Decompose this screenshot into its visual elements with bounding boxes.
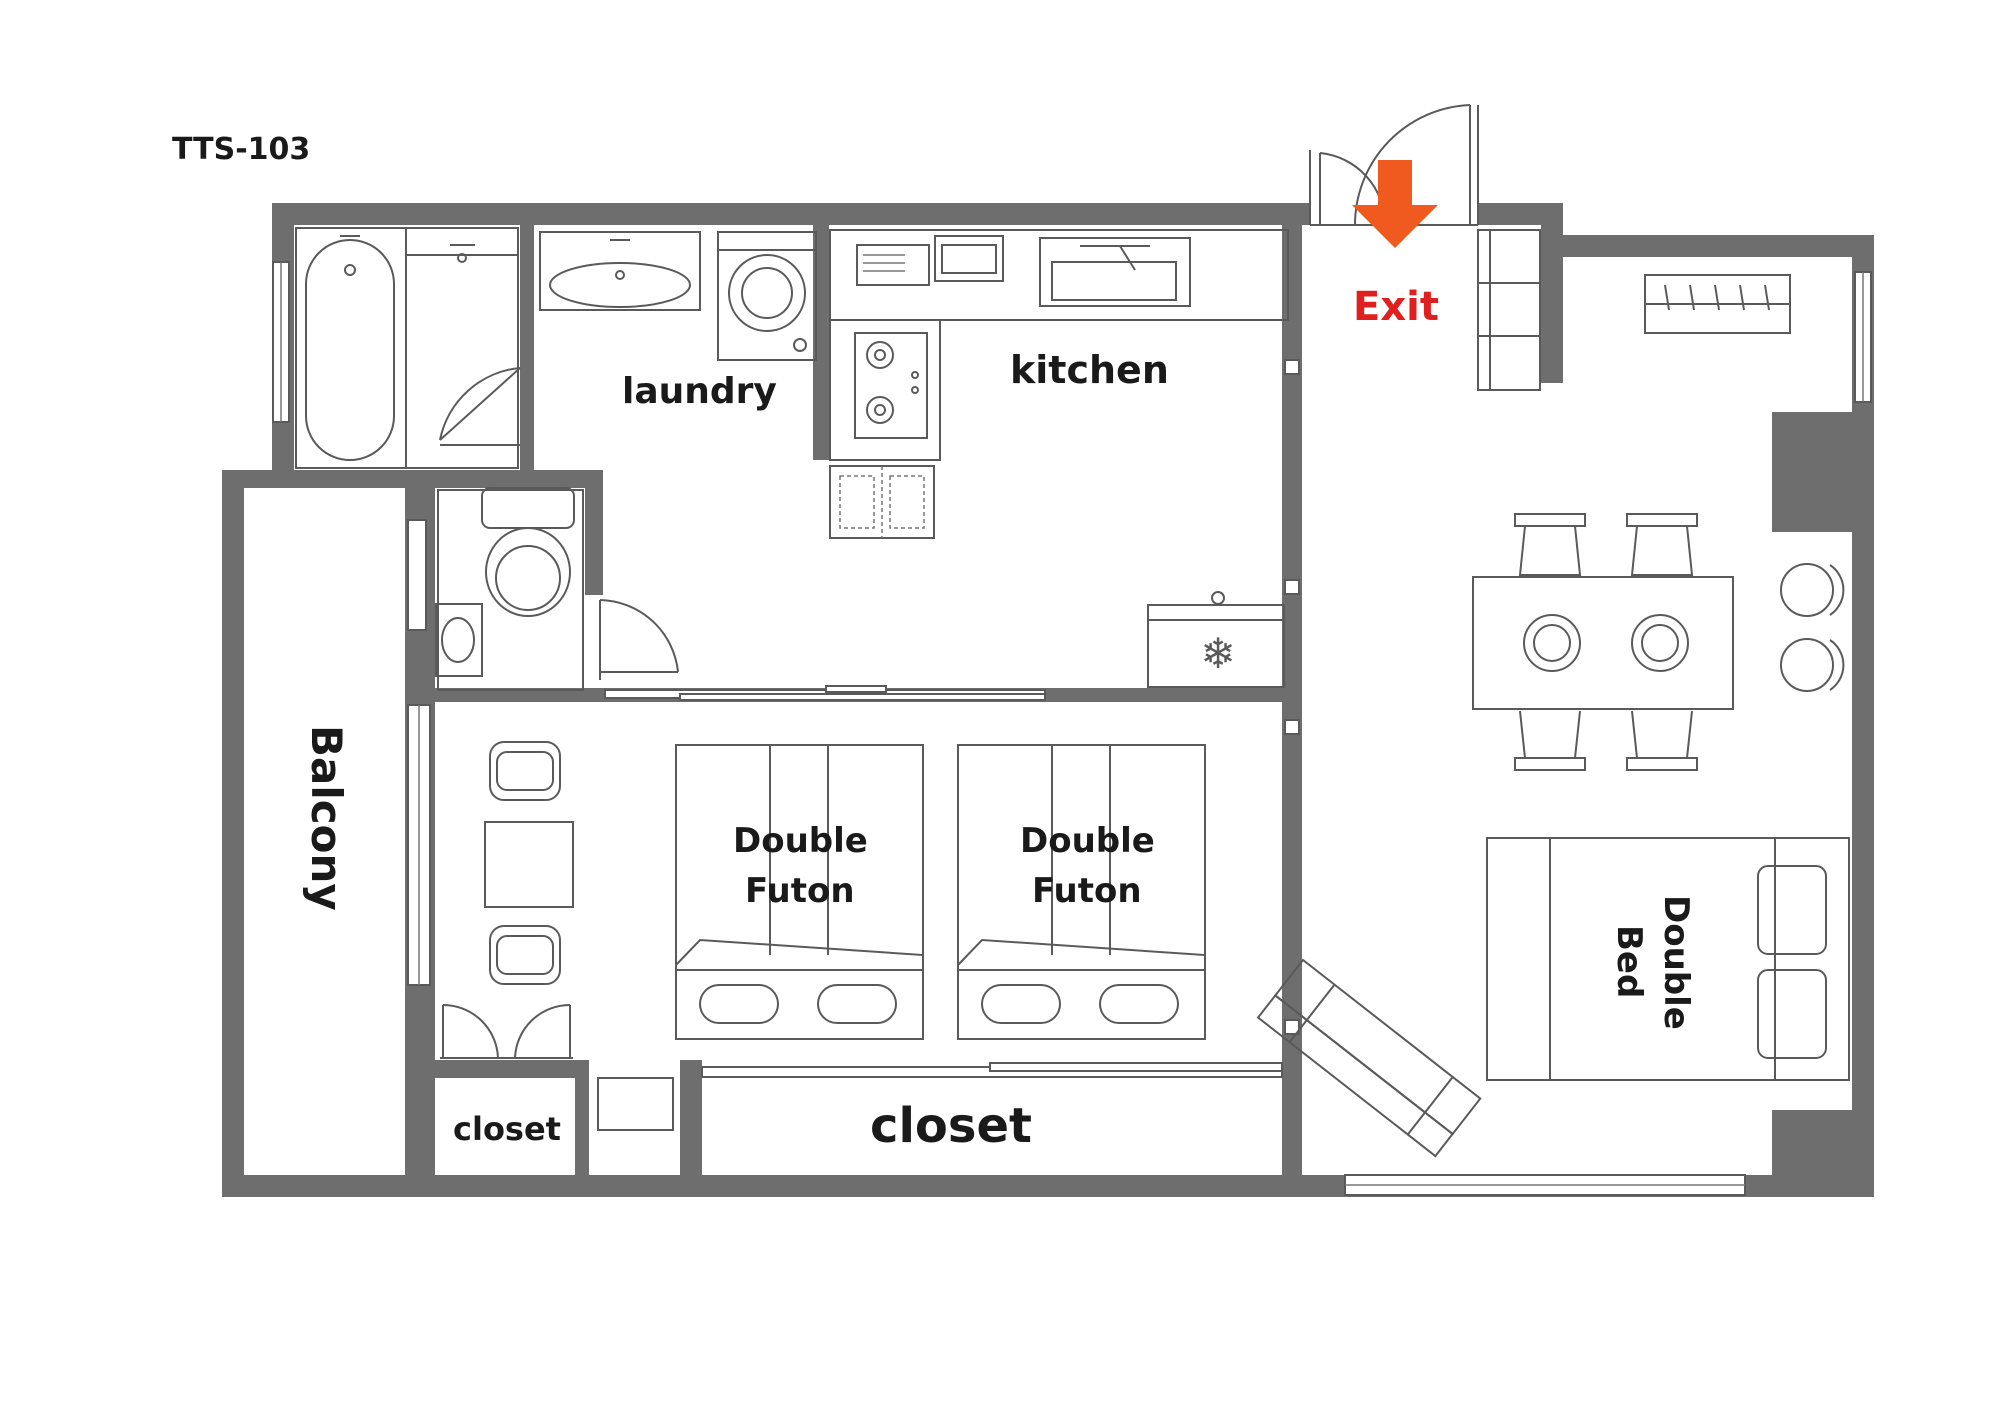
pillow — [1757, 969, 1827, 1059]
pillow — [699, 984, 779, 1024]
closet-large-label: closet — [870, 1098, 1032, 1154]
futon-1-label-1: Double — [733, 821, 868, 861]
sofa — [1256, 958, 1482, 1158]
exit-label: Exit — [1353, 284, 1439, 330]
snowflake-icon: ❄ — [1200, 629, 1235, 678]
kitchen-sink — [1039, 237, 1191, 307]
exit-arrow-icon — [1352, 160, 1438, 248]
pillow — [1099, 984, 1179, 1024]
armchair — [489, 741, 561, 801]
kitchen-area: ❄ kitchen — [829, 229, 1289, 688]
entrance: Exit — [1309, 104, 1541, 391]
dining-chair — [1626, 513, 1698, 527]
futon-2-label-1: Double — [1020, 821, 1155, 861]
windows — [272, 261, 1872, 1196]
dining-table — [1472, 576, 1734, 710]
double-futon-1 — [675, 744, 924, 1040]
microwave-icon — [856, 244, 930, 286]
pillow — [981, 984, 1061, 1024]
shoe-cabinet — [1477, 229, 1541, 391]
toilet-icon — [481, 487, 575, 529]
stool — [1780, 638, 1834, 692]
living-area: Double Bed — [1256, 274, 1850, 1158]
laundry-label: laundry — [622, 371, 777, 412]
pillow — [817, 984, 897, 1024]
stove-icon — [854, 332, 928, 439]
bedroom: Double Futon Double Futon — [440, 741, 1206, 1131]
futon-2-label-2: Futon — [1032, 871, 1142, 911]
bathroom — [295, 227, 521, 469]
bathtub — [305, 239, 395, 461]
double-bed — [1486, 837, 1850, 1081]
kitchen-label: kitchen — [1010, 348, 1169, 392]
closet-small-label: closet — [453, 1110, 561, 1148]
toilet-sink — [435, 603, 483, 677]
stool — [1780, 563, 1834, 617]
futon-1-label-2: Futon — [745, 871, 855, 911]
pillow — [1757, 865, 1827, 955]
armchair — [489, 925, 561, 985]
laundry-sink — [539, 231, 701, 311]
dining-chair — [1626, 757, 1698, 771]
double-futon-2 — [957, 744, 1206, 1040]
double-bed-label-1: Double — [1656, 895, 1696, 1030]
dining-chair — [1514, 757, 1586, 771]
refrigerator-icon — [1147, 604, 1285, 688]
sliding-door-kitchen — [604, 685, 1046, 701]
closets: closet closet — [453, 1062, 1283, 1154]
washing-machine-icon — [717, 231, 817, 361]
dining-chair — [1514, 513, 1586, 527]
side-table — [484, 821, 574, 908]
double-bed-label-2: Bed — [1609, 925, 1649, 998]
storage-box — [597, 1077, 674, 1131]
oven-icon — [934, 235, 1004, 282]
balcony-label: Balcony — [302, 725, 351, 911]
toilet-room — [435, 487, 679, 691]
unit-code: TTS-103 — [172, 132, 310, 167]
laundry-area: laundry — [539, 231, 817, 412]
